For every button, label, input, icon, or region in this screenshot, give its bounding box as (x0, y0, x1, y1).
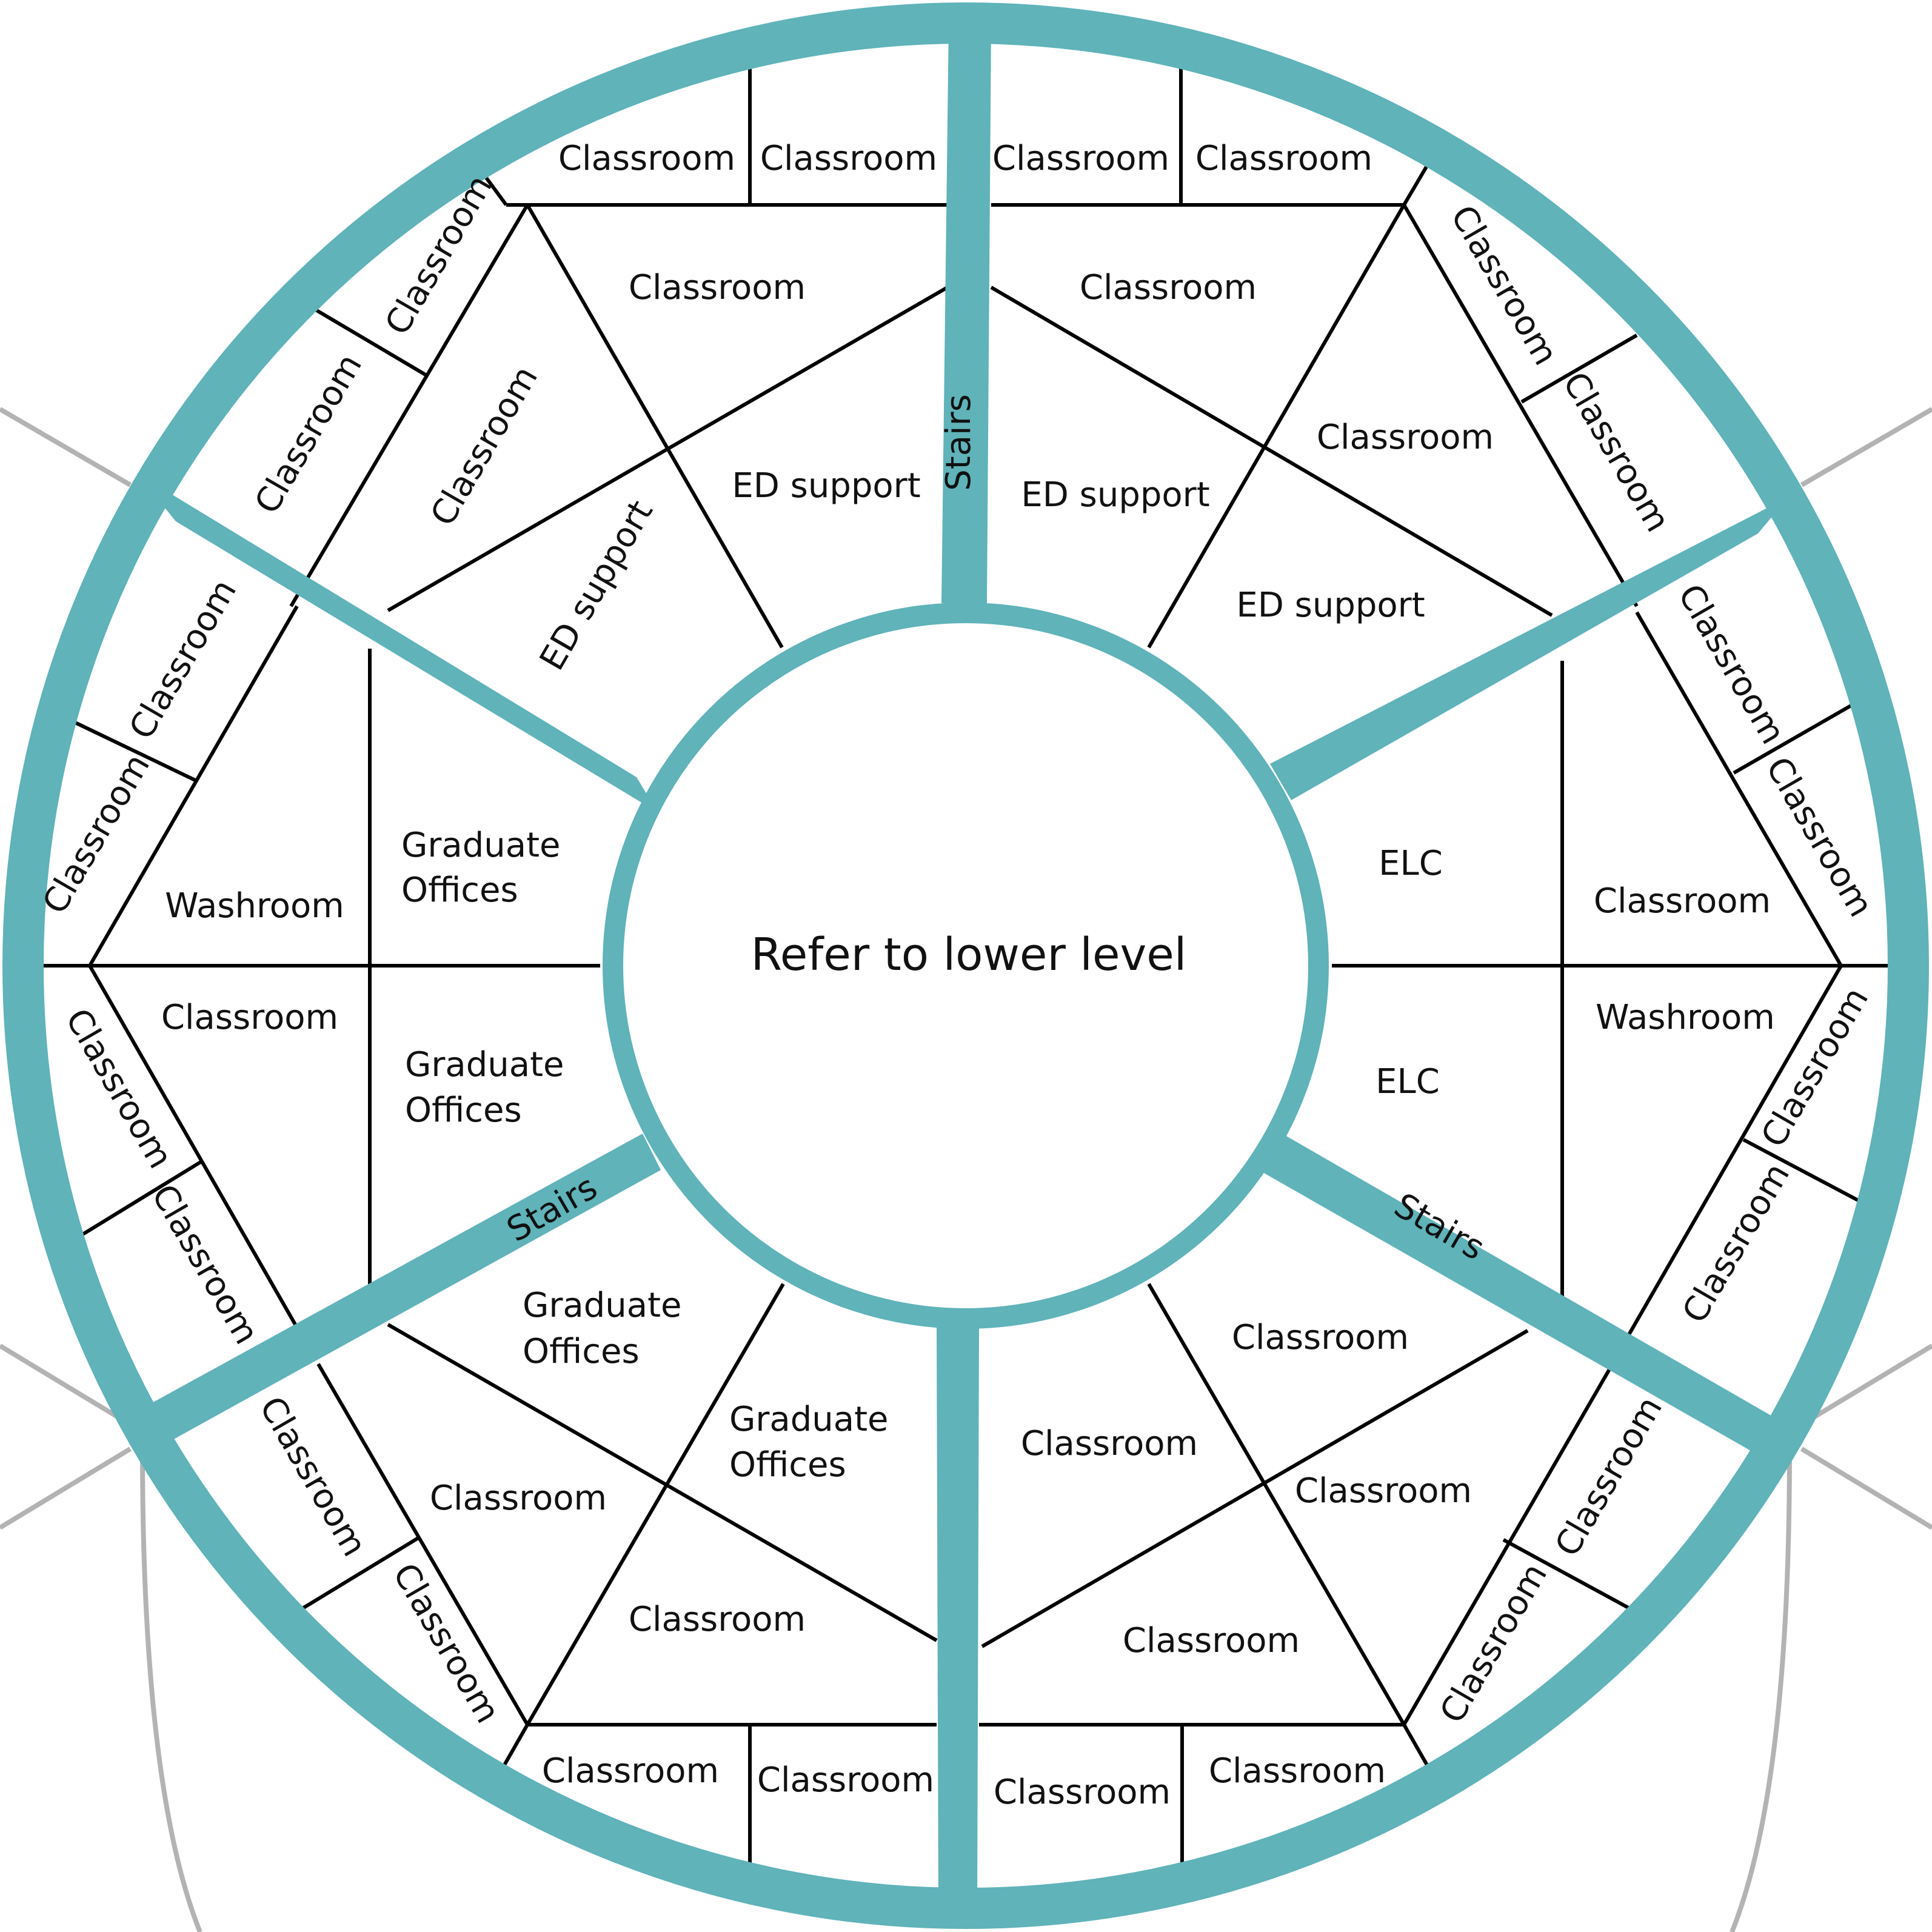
room-tl-inner-top: Classroom (629, 268, 806, 307)
stairs-label-lower-left: Stairs (500, 1168, 604, 1250)
room-tl-outer-left: Classroom (247, 347, 370, 521)
room-top-outer-4: Classroom (1195, 139, 1372, 178)
room-bottom-outer-2: Classroom (757, 1760, 934, 1800)
room-br-inner-right: Classroom (1295, 1471, 1472, 1511)
room-bl-graduate-offices-upper-2: Offices (523, 1332, 640, 1371)
central-atrium-ring (603, 603, 1329, 1329)
room-left-outer-lower-bottom: Classroom (144, 1178, 266, 1351)
stairs-lower-left (145, 1134, 661, 1440)
stairs-lower-right (1264, 1134, 1776, 1455)
room-bl-graduate-offices-upper-1: Graduate (523, 1286, 682, 1325)
room-tl-inner-mid: ED support (732, 466, 920, 506)
room-top-outer-1: Classroom (558, 139, 735, 178)
room-right-classroom: Classroom (1594, 881, 1771, 921)
room-bl-outer-upper: Classroom (252, 1390, 374, 1563)
room-bottom-outer-3: Classroom (994, 1773, 1171, 1812)
room-bottom-outer-4: Classroom (1209, 1751, 1386, 1791)
room-right-elc-upper: ELC (1379, 844, 1443, 883)
room-br-inner-top: Classroom (1232, 1318, 1409, 1357)
room-top-outer-2: Classroom (760, 139, 937, 178)
surrounding-building-lines (0, 407, 1932, 1932)
room-br-outer-upper: Classroom (1548, 1390, 1670, 1563)
room-left-outer-top: Classroom (122, 573, 244, 746)
room-br-inner-left: Classroom (1021, 1424, 1198, 1463)
room-tr-inner-lower: ED support (1236, 586, 1425, 625)
room-walls (42, 67, 1890, 1864)
room-br-inner-bottom: Classroom (1123, 1621, 1300, 1660)
room-left-graduate-offices-upper-1: Graduate (401, 826, 561, 865)
room-left-classroom: Classroom (161, 998, 338, 1037)
upper-right-spine-wall (1270, 497, 1788, 800)
room-left-graduate-offices-lower-1: Graduate (405, 1045, 564, 1085)
room-right-washroom: Washroom (1596, 998, 1775, 1037)
room-tr-inner-top: Classroom (1080, 268, 1257, 307)
bottom-spine-wall (937, 1328, 979, 1910)
room-bottom-outer-1: Classroom (542, 1751, 719, 1791)
room-right-outer-bottom: Classroom (1758, 750, 1880, 924)
room-tr-inner-right: Classroom (1317, 418, 1494, 457)
room-left-graduate-offices-lower-2: Offices (405, 1091, 522, 1130)
room-bl-graduate-offices-lower-1: Graduate (729, 1400, 889, 1439)
room-bl-graduate-offices-lower-2: Offices (729, 1445, 846, 1485)
room-right-outer-lower-bottom: Classroom (1675, 1157, 1797, 1330)
room-left-graduate-offices-upper-2: Offices (401, 871, 518, 910)
room-left-washroom: Washroom (165, 886, 344, 926)
room-right-elc-lower: ELC (1375, 1062, 1440, 1101)
room-tr-outer-lower: Classroom (1555, 366, 1677, 539)
room-bl-inner-left: Classroom (430, 1479, 607, 1518)
room-right-outer-top: Classroom (1670, 578, 1793, 751)
upper-left-spine-wall (136, 473, 658, 812)
room-tl-inner-lower: ED support (532, 494, 661, 677)
room-tl-inner-left: Classroom (423, 359, 546, 533)
room-tr-inner-mid: ED support (1021, 475, 1209, 515)
stairs-label-top: Stairs (939, 394, 978, 491)
center-label: Refer to lower level (751, 929, 1187, 981)
stairs-top (941, 24, 991, 603)
room-top-outer-3: Classroom (992, 139, 1169, 178)
room-bl-inner-bottom: Classroom (629, 1600, 806, 1639)
